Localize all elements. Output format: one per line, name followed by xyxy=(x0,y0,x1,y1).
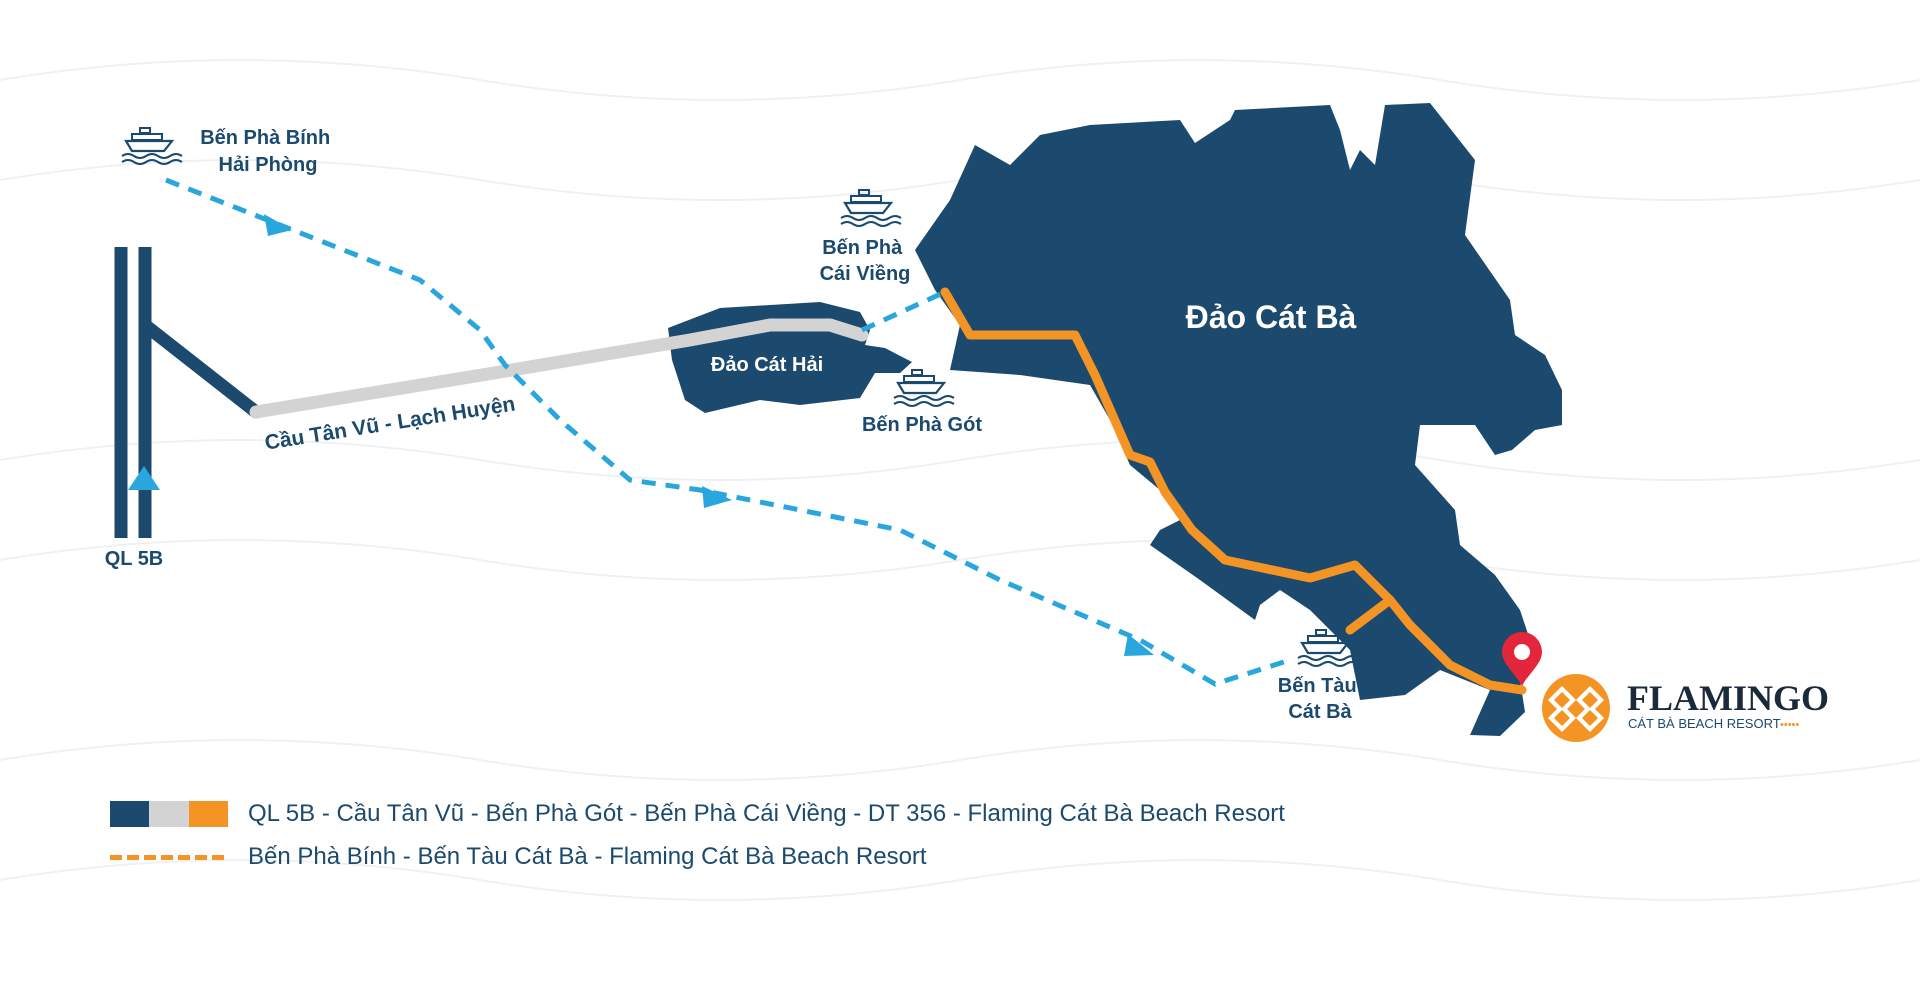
ferry-route-arrows xyxy=(264,214,1154,656)
legend-swatch-road xyxy=(110,801,228,827)
ferry-icon xyxy=(892,368,956,408)
legend-route-2: Bến Phà Bính - Bến Tàu Cát Bà - Flaming … xyxy=(110,843,927,871)
label-ben-pha-cai-vieng: Bến Phà Cái Viềng xyxy=(820,237,911,285)
ferry-route-dashed xyxy=(165,177,1291,687)
legend-route-2-label: Bến Phà Bính - Bến Tàu Cát Bà - Flaming … xyxy=(248,843,927,870)
label-ben-tau-cat-ba: Bến Tàu Cát Bà xyxy=(1278,675,1362,723)
label-ben-pha-binh: Bến Phà Bính Hải Phòng xyxy=(200,127,336,176)
label-ben-pha-got: Bến Phà Gót xyxy=(862,414,982,436)
legend-route-1-label: QL 5B - Cầu Tân Vũ - Bến Phà Gót - Bến P… xyxy=(248,800,1285,827)
brand-tagline: CÁT BÀ BEACH RESORT xyxy=(1628,716,1781,731)
location-pin-icon[interactable] xyxy=(1502,632,1542,686)
brand-name: FLAMINGO xyxy=(1627,678,1829,718)
label-ql5b: QL 5B xyxy=(105,548,164,570)
legend-swatch-dashed xyxy=(110,854,228,860)
ql5b-road xyxy=(114,247,263,538)
flamingo-logo-icon xyxy=(1542,674,1610,742)
bridge-road xyxy=(249,318,869,419)
direction-arrow-icon xyxy=(128,466,160,490)
dt356-road xyxy=(940,287,1527,695)
brand-tagline-dots: ••••• xyxy=(1780,719,1799,731)
label-dao-cat-ba: Đảo Cát Bà xyxy=(1186,299,1357,335)
ferry-icon xyxy=(839,188,903,228)
cat-ba-island xyxy=(915,103,1562,736)
ferry-icon xyxy=(120,126,184,166)
background-waves xyxy=(0,59,1920,901)
legend-route-1: QL 5B - Cầu Tân Vũ - Bến Phà Gót - Bến P… xyxy=(110,800,1285,828)
label-dao-cat-hai: Đảo Cát Hải xyxy=(711,354,823,376)
